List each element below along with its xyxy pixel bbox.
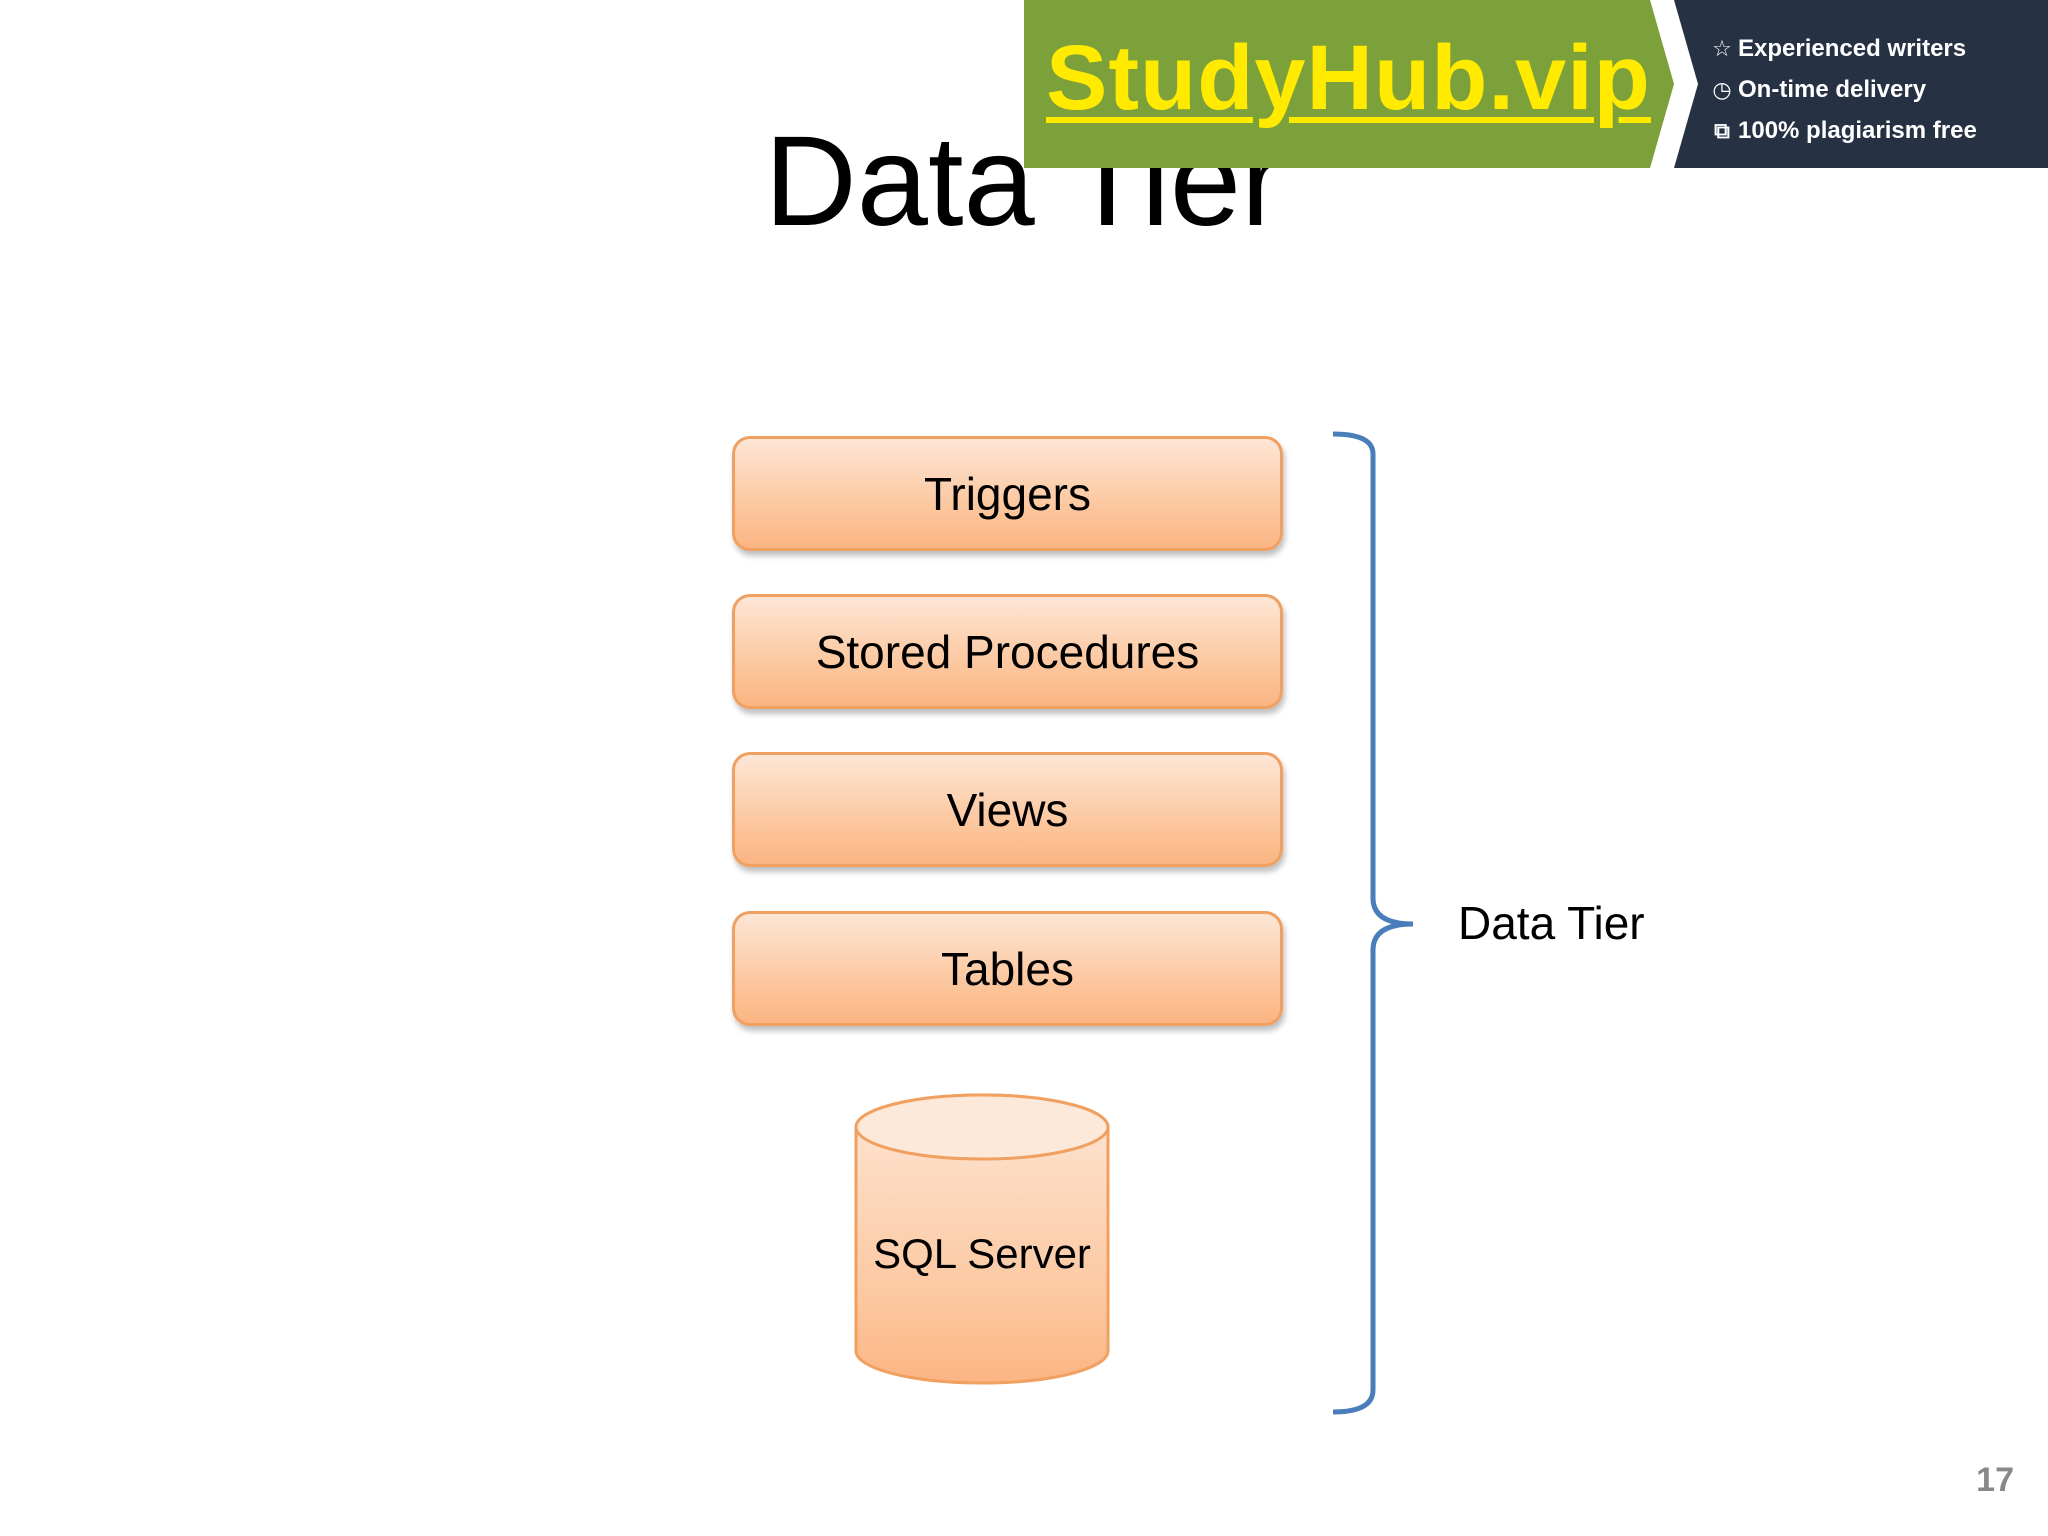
database-cylinder-icon — [854, 1093, 1110, 1385]
ad-feature: ◷ On-time delivery — [1710, 69, 1977, 110]
ad-feature-text: 100% plagiarism free — [1738, 116, 1977, 144]
ad-features-panel — [1656, 0, 2048, 168]
ad-logo-panel — [1024, 0, 1674, 168]
right-brace — [1332, 431, 1414, 1415]
layer-stored-procedures: Stored Procedures — [732, 594, 1283, 709]
page-number: 17 — [1976, 1461, 2014, 1499]
ad-banner[interactable]: StudyHub.vip ☆ Experienced writers ◷ On-… — [1024, 0, 2048, 168]
ad-feature-text: On-time delivery — [1738, 75, 1927, 103]
copy-icon: ⧉ — [1714, 117, 1730, 143]
layer-triggers: Triggers — [732, 436, 1283, 551]
ad-features-list: ☆ Experienced writers ◷ On-time delivery… — [1710, 28, 1977, 151]
layer-tables: Tables — [732, 911, 1283, 1026]
layer-views: Views — [732, 752, 1283, 867]
ad-logo[interactable]: StudyHub.vip — [1046, 27, 1651, 129]
clock-icon: ◷ — [1712, 76, 1732, 102]
ad-feature: ☆ Experienced writers — [1710, 28, 1977, 69]
ad-feature-text: Experienced writers — [1738, 34, 1967, 62]
ad-feature: ⧉ 100% plagiarism free — [1710, 110, 1977, 151]
database-label: SQL Server — [873, 1230, 1091, 1277]
star-icon: ☆ — [1712, 35, 1732, 61]
brace-label: Data Tier — [1458, 897, 1645, 949]
